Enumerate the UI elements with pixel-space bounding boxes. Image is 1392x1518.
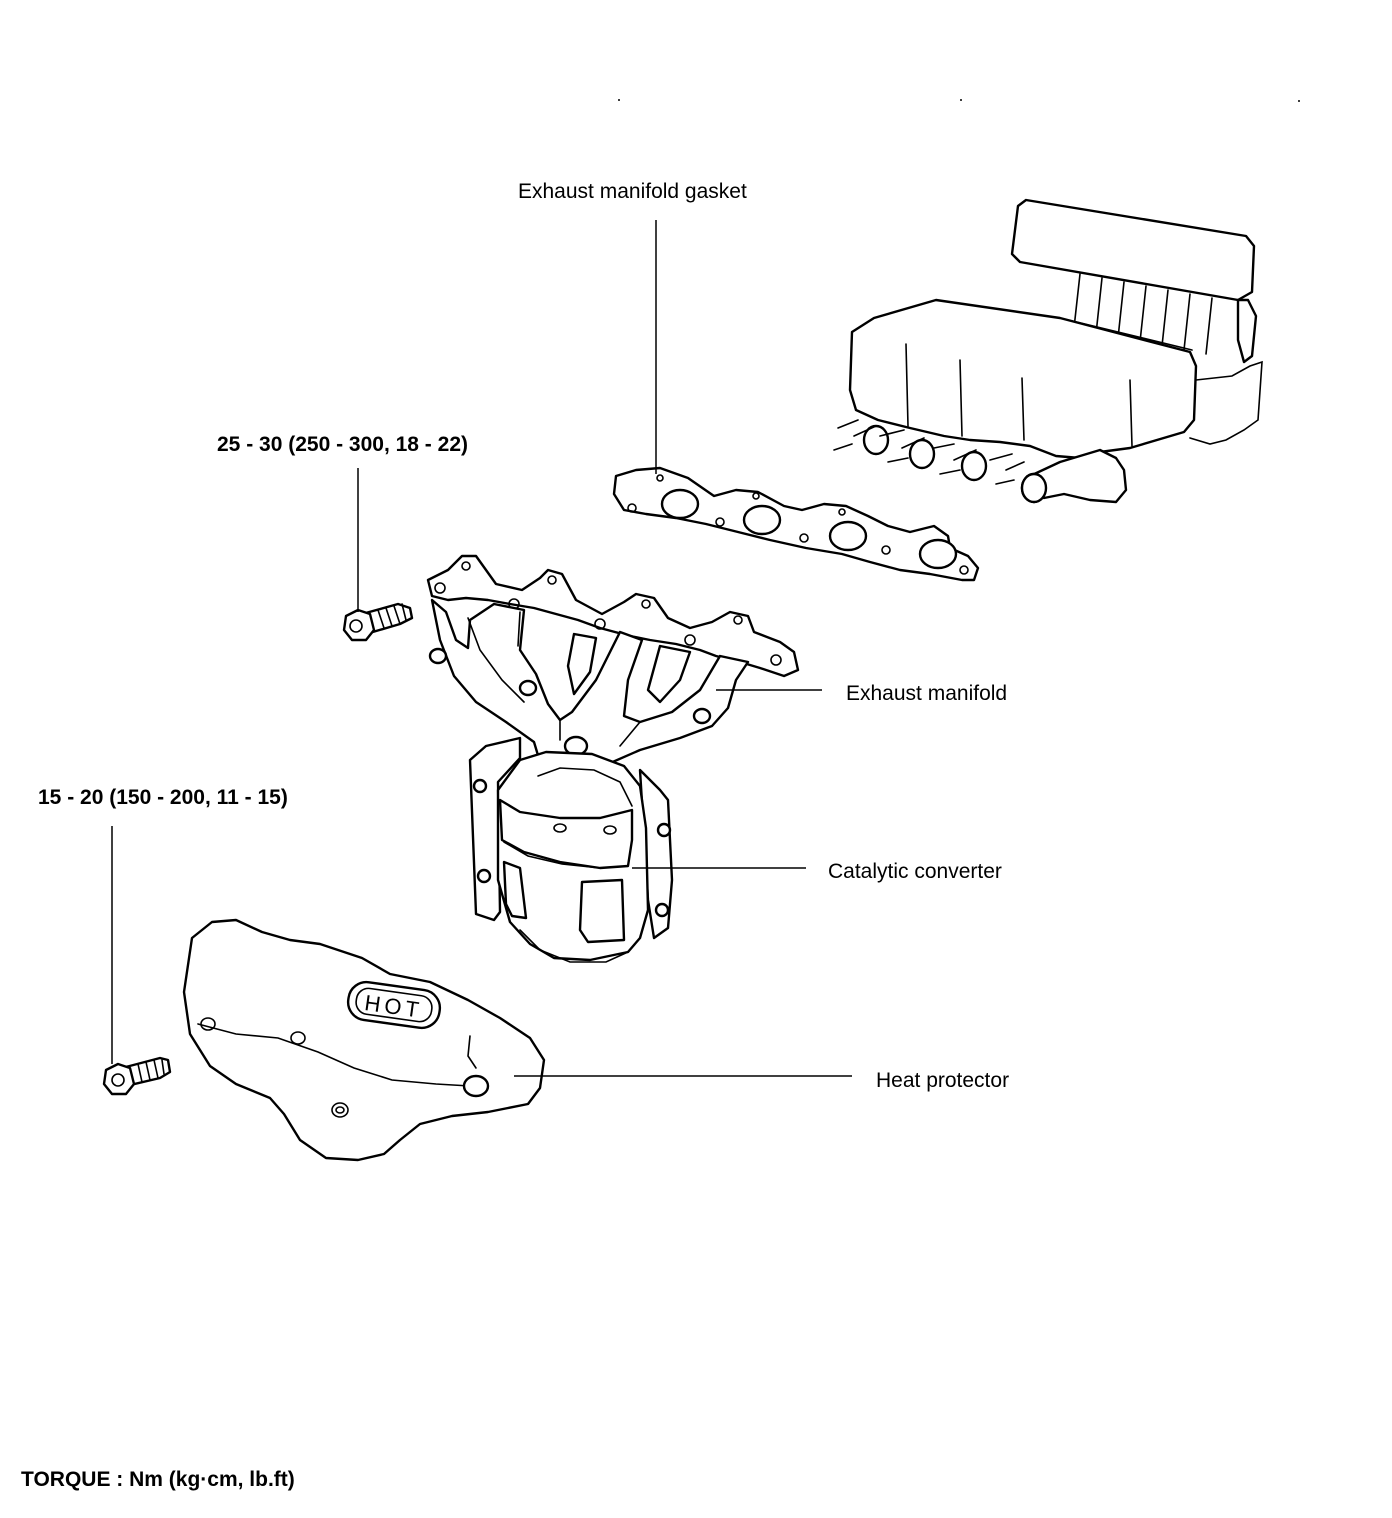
gasket-label: Exhaust manifold gasket (518, 180, 747, 203)
manifold-bolt-drawing (342, 602, 414, 642)
torque-units-note: TORQUE : Nm (kg·cm, lb.ft) (21, 1468, 295, 1491)
cylinder-head-drawing (833, 198, 1263, 504)
manifold-label: Exhaust manifold (846, 682, 1008, 705)
exhaust-manifold-gasket-drawing (612, 466, 980, 582)
catalytic-converter-drawing (468, 736, 674, 963)
scan-specks (618, 99, 1300, 102)
converter-label: Catalytic converter (828, 860, 1002, 883)
exhaust-manifold-drawing (426, 554, 800, 774)
heat-protector-drawing (182, 918, 546, 1162)
protector-label: Heat protector (876, 1069, 1010, 1092)
leader-lines (111, 220, 852, 1077)
protector-torque-label: 15 - 20 (150 - 200, 11 - 15) (38, 786, 288, 809)
manifold-torque-label: 25 - 30 (250 - 300, 18 - 22) (217, 433, 468, 456)
protector-bolt-drawing (102, 1056, 172, 1096)
